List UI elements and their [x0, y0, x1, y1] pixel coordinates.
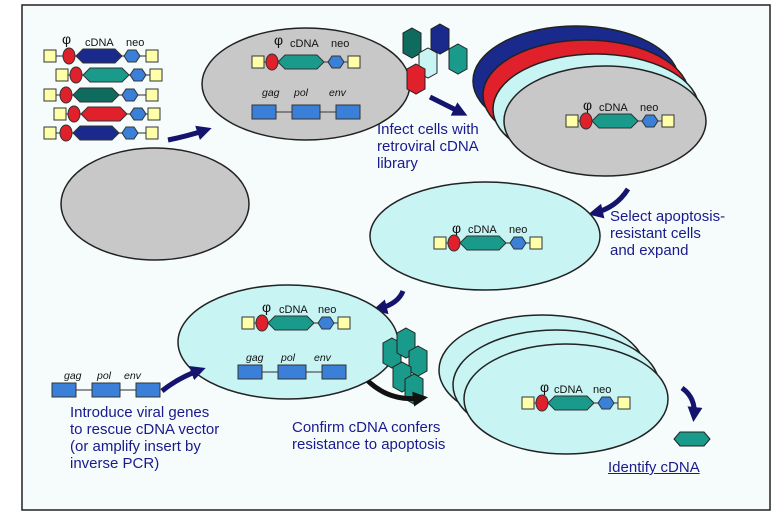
gag-label: gag — [64, 370, 82, 382]
arrow-to-confirm-cells — [366, 379, 428, 407]
library-construct-2 — [55, 66, 163, 84]
psi-label: φ — [274, 32, 283, 48]
confirm-cell-stack: φ cDNA neo — [438, 314, 669, 455]
neo-label: neo — [640, 102, 658, 114]
cdna-label: cDNA — [279, 304, 308, 316]
psi-label: φ — [452, 220, 461, 236]
library-construct-3 — [43, 86, 159, 104]
neo-label: neo — [318, 304, 336, 316]
psi-label: φ — [62, 31, 71, 47]
rescued-virus-particles — [382, 327, 428, 405]
arrow-to-packaging-cell — [167, 125, 212, 143]
step-infect-label: Infect cells with retroviral cDNA librar… — [377, 121, 479, 172]
pol-label: pol — [280, 352, 296, 364]
step-introduce-label: Introduce viral genes to rescue cDNA vec… — [70, 404, 220, 472]
cdna-label: cDNA — [85, 37, 114, 49]
cdna-label: cDNA — [290, 38, 319, 50]
gag-pol-env-construct — [251, 104, 361, 120]
neo-label: neo — [509, 224, 527, 236]
pol-label: pol — [96, 370, 112, 382]
library-construct-5 — [43, 124, 159, 142]
arrow-to-rescue-cell — [372, 289, 406, 315]
identified-cdna-fragment — [673, 431, 711, 447]
gag-label: gag — [262, 87, 280, 99]
cdna-label: cDNA — [468, 224, 497, 236]
arrow-introduce-genes — [160, 366, 206, 393]
neo-label: neo — [331, 38, 349, 50]
env-label: env — [329, 87, 347, 99]
virus-particles — [402, 23, 468, 95]
rescue-cell: φ cDNA neo gag pol env — [177, 284, 399, 400]
cdna-label: cDNA — [554, 384, 583, 396]
viral-genes: gag pol env — [51, 370, 161, 398]
cdna-label: cDNA — [599, 102, 628, 114]
psi-label: φ — [262, 299, 271, 315]
step-confirm-label: Confirm cDNA confers resistance to apopt… — [292, 419, 446, 453]
selected-cell: φ cDNA neo — [369, 181, 601, 291]
step-identify-label: Identify cDNA — [608, 459, 700, 476]
gag-label: gag — [246, 352, 264, 364]
gag-pol-env-construct — [237, 364, 347, 380]
psi-label: φ — [583, 97, 592, 113]
gag-pol-env-construct — [51, 382, 161, 398]
env-label: env — [314, 352, 332, 364]
arrow-to-identified-cdna — [680, 385, 703, 422]
pol-label: pol — [293, 87, 309, 99]
library-construct-1 — [43, 47, 159, 65]
infected-cell-stack: φ cDNA neo — [472, 25, 707, 177]
step-select-label: Select apoptosis- resistant cells and ex… — [610, 208, 726, 259]
psi-label: φ — [540, 379, 549, 395]
neo-label: neo — [126, 37, 144, 49]
empty-cell — [60, 147, 250, 261]
arrow-to-selected-cell — [588, 187, 631, 219]
arrow-infect — [428, 94, 468, 116]
library-construct-4 — [53, 105, 161, 123]
cdna-library-stack: φ cDNA neo — [43, 31, 163, 142]
env-label: env — [124, 370, 142, 382]
neo-label: neo — [593, 384, 611, 396]
